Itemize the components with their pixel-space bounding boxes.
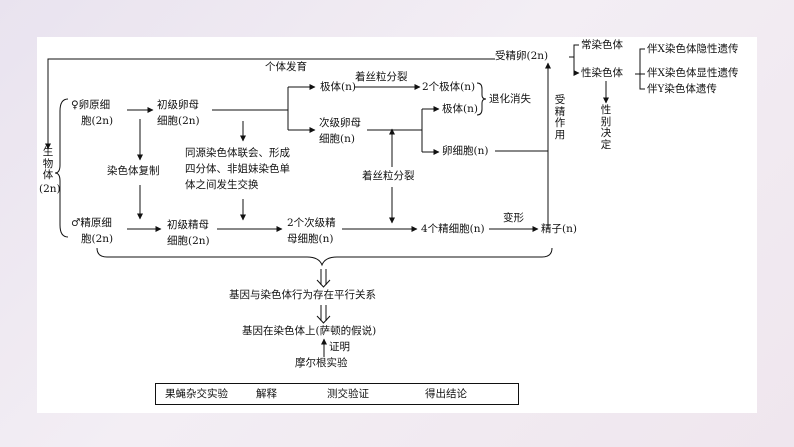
primary-spermatocyte-label-2: 细胞(2n): [167, 235, 210, 247]
secondary-spermatocyte-label-2: 母细胞(n): [287, 233, 334, 245]
y-linked-label: 伴Y染色体遗传: [647, 83, 717, 95]
primary-oocyte-label-2: 细胞(2n): [157, 115, 200, 127]
primary-spermatocyte-label: 初级精母: [167, 219, 209, 231]
spermatogonium-label-2: 胞(2n): [81, 233, 114, 245]
oogonium-label-2: 胞(2n): [81, 115, 114, 127]
fruitfly-cross-label: 果蝇杂交实验: [165, 388, 228, 400]
sperm-label: 精子(n): [541, 223, 577, 235]
degenerate-label: 退化消失: [489, 93, 531, 105]
egg-cell-label: 卵细胞(n): [442, 145, 489, 157]
synapsis-label-1: 同源染色体联会、形成: [185, 147, 290, 159]
conclusion-label: 得出结论: [425, 388, 467, 400]
polar-body-top-label: 极体(n): [320, 81, 356, 93]
prove-label: 证明: [329, 341, 350, 353]
organism-ploidy-label: (2n): [39, 183, 61, 195]
chromosome-replication-label: 染色体复制: [107, 165, 160, 177]
testcross-label: 测交验证: [327, 388, 369, 400]
secondary-spermatocyte-label: 2个次级精: [287, 217, 336, 229]
oogonium-label: ♀卵原细: [71, 99, 111, 111]
sutton-hypothesis-label: 基因在染色体上(萨顿的假说): [242, 325, 377, 337]
sex-chromosome-label: 性染色体: [581, 67, 623, 79]
centromere-split-top-label: 着丝粒分裂: [355, 71, 408, 83]
primary-oocyte-label: 初级卵母: [157, 99, 199, 111]
parallel-relation-label: 基因与染色体行为存在平行关系: [229, 289, 376, 301]
secondary-oocyte-label: 次级卵母: [319, 117, 361, 129]
diagram-card: 受精卵(2n) 个体发育 常染色体 性染色体 伴X染色体隐性遗传 伴X染色体显性…: [37, 37, 757, 413]
autosome-label: 常染色体: [581, 39, 623, 51]
explanation-label: 解释: [256, 388, 277, 400]
sex-determination-label: 性别决定: [600, 104, 612, 151]
diagram-lines: [45, 44, 645, 397]
synapsis-label-2: 四分体、非姐妹染色单: [185, 163, 290, 175]
spermatogonium-label: ♂精原细: [71, 217, 112, 229]
x-dominant-label: 伴X染色体显性遗传: [647, 67, 739, 79]
metamorphosis-label: 变形: [503, 212, 524, 224]
two-polar-bodies-label: 2个极体(n): [422, 81, 476, 93]
polar-body-mid-label: 极体(n): [442, 103, 478, 115]
individual-development-label: 个体发育: [265, 61, 307, 73]
fertilization-label: 受精作用: [554, 94, 566, 141]
secondary-oocyte-label-2: 细胞(n): [319, 133, 355, 145]
experiment-flow-box: [155, 383, 519, 405]
centromere-split-mid-label: 着丝粒分裂: [362, 170, 415, 182]
fertilized-egg-label: 受精卵(2n): [495, 50, 549, 62]
x-recessive-label: 伴X染色体隐性遗传: [647, 43, 739, 55]
four-spermatids-label: 4个精细胞(n): [421, 223, 485, 235]
organism-label: 生物体: [42, 146, 54, 182]
morgan-experiment-label: 摩尔根实验: [295, 357, 348, 369]
synapsis-label-3: 体之间发生交换: [185, 179, 259, 191]
